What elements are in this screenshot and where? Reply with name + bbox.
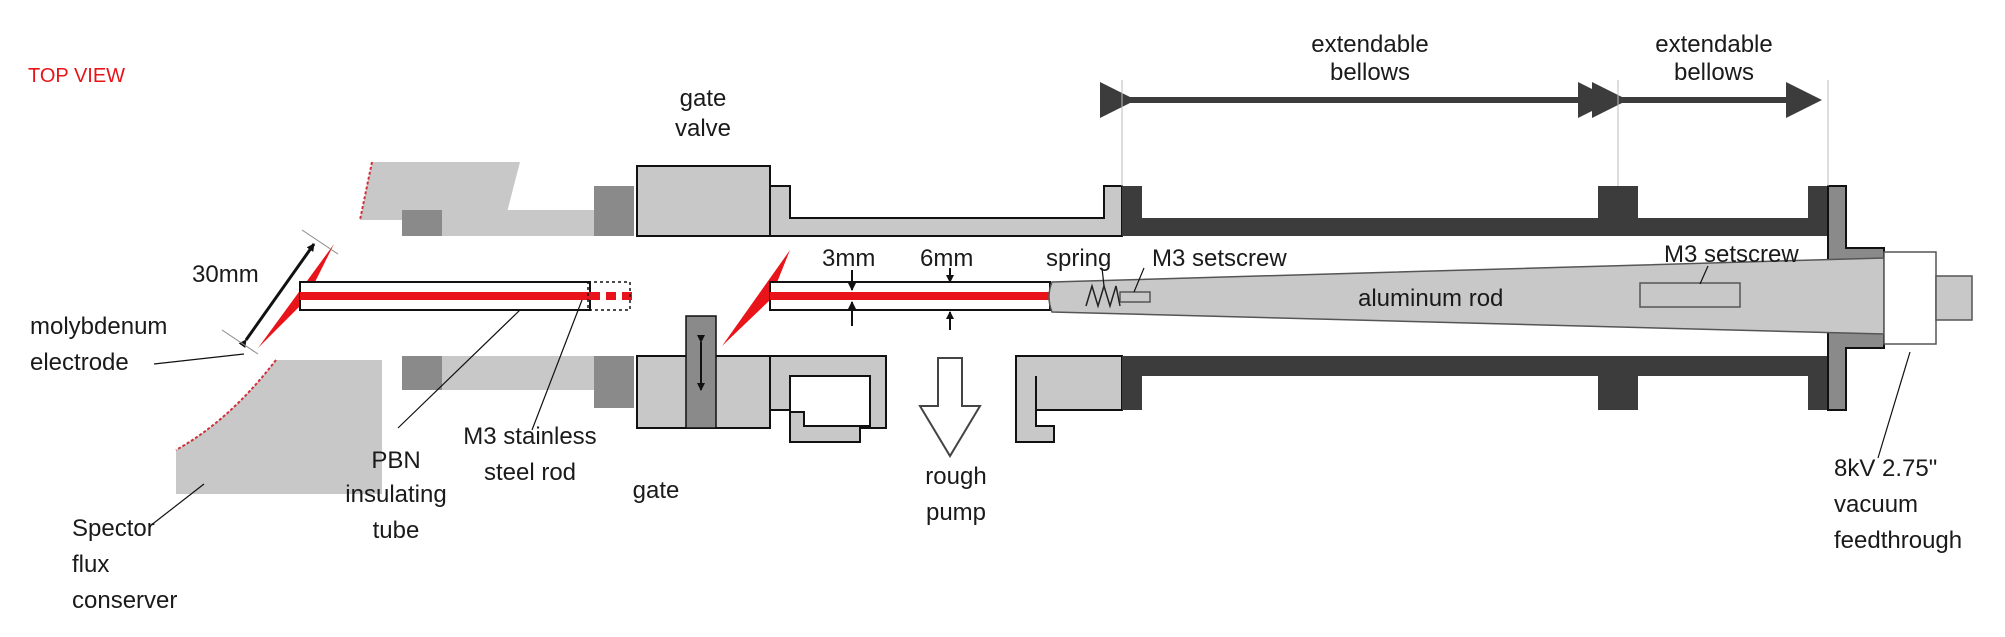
bellows-2-flange-right-low: [1808, 356, 1828, 410]
aluminum-rod-label: aluminum rod: [1358, 285, 1503, 312]
leader-electrode: [153, 353, 245, 365]
feedthrough-label: 8kV 2.75": [1834, 455, 1937, 482]
rough-pump-label: rough: [925, 463, 986, 490]
bellows-2-flange-right: [1808, 186, 1828, 236]
flux-conserver-upper-ring: [594, 186, 634, 236]
leader-flux-conserver: [149, 483, 205, 527]
bellows-1-upper-wall: [1142, 218, 1598, 236]
dim-30mm-label: 30mm: [192, 261, 259, 288]
vacuum-tube-lower-wall-left: [769, 355, 887, 443]
pbn-tube-label: PBN: [371, 447, 420, 474]
feedthrough-label-2: vacuum: [1834, 491, 1918, 518]
bellows-1-flange-right: [1598, 186, 1618, 236]
electrode-label: molybdenum: [30, 313, 167, 340]
gate-valve-body-upper: [636, 165, 771, 237]
gate-label: gate: [633, 477, 680, 504]
bellows-2-label: extendable: [1655, 31, 1772, 58]
pbn-tube-label-3: tube: [373, 517, 420, 544]
dim-3mm-label: 3mm: [822, 245, 875, 272]
flux-conserver-upper-block: [402, 210, 442, 236]
leader-feedthrough: [1877, 351, 1911, 459]
leader-setscrew-1: [1133, 267, 1145, 293]
flux-conserver-lower-ring: [594, 356, 634, 408]
bellows-1-flange-left-low: [1122, 356, 1142, 410]
bellows-1-lower-wall: [1142, 356, 1598, 376]
bellows-1-flange-mid-low: [1618, 356, 1638, 410]
gate-valve-label-2: valve: [675, 115, 731, 142]
feedthrough-label-3: feedthrough: [1834, 527, 1962, 554]
stainless-rod-label-2: steel rod: [484, 459, 576, 486]
leader-spring: [1101, 267, 1105, 287]
setscrew-1-label: M3 setscrew: [1152, 245, 1287, 272]
feedthrough-flange-upper: [1827, 185, 1885, 265]
rough-pump-arrow: [918, 357, 982, 458]
bellows-2-upper-wall: [1638, 218, 1808, 236]
bellows-1-flange-mid: [1618, 186, 1638, 236]
rough-pump-label-2: pump: [926, 499, 986, 526]
flux-conserver-label-3: conserver: [72, 587, 177, 614]
stainless-rod-label: M3 stainless: [463, 423, 596, 450]
bellows-1-label-2: bellows: [1330, 59, 1410, 86]
feedthrough-flange-lower: [1827, 331, 1885, 411]
aluminum-rod: [1048, 257, 1885, 335]
vacuum-tube-lower-wall-right: [1015, 355, 1123, 443]
dim-30mm-ext-1: [221, 329, 259, 355]
bellows-1-label: extendable: [1311, 31, 1428, 58]
flux-conserver-lower-block: [402, 356, 442, 390]
pbn-tube-dotted-end: [587, 281, 631, 311]
bellows-1-flange-right-low: [1598, 356, 1618, 410]
bellows-2-lower-wall: [1638, 356, 1808, 376]
pbn-tube-label-2: insulating: [345, 481, 446, 508]
setscrew-slot-2: [1639, 282, 1741, 308]
molybdenum-electrode-right: [722, 250, 790, 346]
dim-30mm-arrow: [238, 243, 316, 349]
dim-30mm-ext-2: [301, 229, 339, 255]
leader-stainless-rod: [531, 299, 583, 431]
feedthrough-pin: [1935, 275, 1973, 321]
stainless-rod-left: [300, 292, 590, 300]
flux-conserver-label-2: flux: [72, 551, 109, 578]
flux-conserver-label: Spector: [72, 515, 155, 542]
leader-setscrew-2: [1699, 265, 1709, 285]
setscrew-2-label: M3 setscrew: [1664, 241, 1799, 268]
gate-valve-label: gate: [680, 85, 727, 112]
flux-conserver-lower: [175, 359, 382, 494]
bellows-2-label-2: bellows: [1674, 59, 1754, 86]
bellows-1-flange-left: [1122, 186, 1142, 236]
flux-conserver-upper: [359, 161, 520, 221]
spring-label: spring: [1046, 245, 1111, 272]
vacuum-tube-upper-wall: [769, 185, 1123, 237]
leader-pbn-tube: [397, 309, 521, 429]
feedthrough-insulator: [1883, 251, 1937, 345]
dim-6mm-label: 6mm: [920, 245, 973, 272]
electrode-label-2: electrode: [30, 349, 129, 376]
setscrew-slot-1: [1119, 291, 1151, 303]
stainless-rod-right: [770, 292, 1050, 300]
view-label: TOP VIEW: [28, 65, 125, 87]
